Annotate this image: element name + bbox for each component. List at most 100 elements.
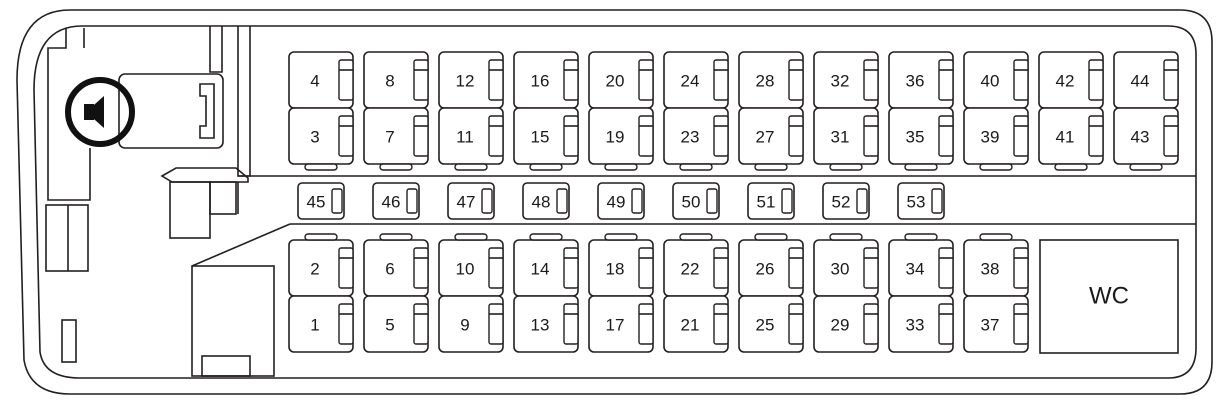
seat-number: 10	[456, 260, 475, 279]
seat-4[interactable]: 4	[288, 51, 354, 109]
seat-45[interactable]: 45	[297, 182, 345, 220]
seat-23[interactable]: 23	[663, 107, 729, 171]
seat-27[interactable]: 27	[738, 107, 804, 171]
seat-number: 8	[385, 72, 394, 91]
seat-headrest	[304, 163, 338, 171]
seat-29[interactable]: 29	[813, 295, 879, 353]
bus-body	[16, 9, 1213, 395]
seat-33[interactable]: 33	[888, 295, 954, 353]
seat-2[interactable]: 2	[288, 233, 354, 297]
seat-12[interactable]: 12	[438, 51, 504, 109]
seat-number: 21	[681, 316, 700, 335]
seat-number: 17	[606, 316, 625, 335]
seat-number: 23	[681, 128, 700, 147]
seat-30[interactable]: 30	[813, 233, 879, 297]
seat-headrest	[529, 163, 563, 171]
seat-22[interactable]: 22	[663, 233, 729, 297]
seat-number: 33	[906, 316, 925, 335]
door-step-right	[209, 181, 237, 215]
seat-51[interactable]: 51	[747, 182, 795, 220]
seat-armrest	[788, 59, 804, 101]
dashboard-partition	[47, 28, 91, 201]
seat-10[interactable]: 10	[438, 233, 504, 297]
jump-seat-armrest	[481, 188, 493, 214]
seat-43[interactable]: 43	[1113, 107, 1179, 171]
seat-number: 9	[460, 316, 469, 335]
seat-15[interactable]: 15	[513, 107, 579, 171]
seat-6[interactable]: 6	[363, 233, 429, 297]
seat-35[interactable]: 35	[888, 107, 954, 171]
seat-32[interactable]: 32	[813, 51, 879, 109]
seat-armrest	[1013, 115, 1029, 157]
seat-16[interactable]: 16	[513, 51, 579, 109]
seat-20[interactable]: 20	[588, 51, 654, 109]
seat-number: 2	[310, 260, 319, 279]
seat-armrest	[1088, 59, 1104, 101]
seat-number: 48	[532, 193, 551, 212]
seat-19[interactable]: 19	[588, 107, 654, 171]
wc-box	[1039, 239, 1179, 354]
seat-24[interactable]: 24	[663, 51, 729, 109]
seat-armrest	[413, 303, 429, 345]
seat-50[interactable]: 50	[672, 182, 720, 220]
seat-armrest	[413, 115, 429, 157]
seat-headrest	[304, 233, 338, 241]
seat-armrest	[863, 247, 879, 289]
seat-36[interactable]: 36	[888, 51, 954, 109]
seat-53[interactable]: 53	[897, 182, 945, 220]
seat-7[interactable]: 7	[363, 107, 429, 171]
seat-37[interactable]: 37	[963, 295, 1029, 353]
seat-25[interactable]: 25	[738, 295, 804, 353]
seat-9[interactable]: 9	[438, 295, 504, 353]
seat-1[interactable]: 1	[288, 295, 354, 353]
seat-headrest	[379, 233, 413, 241]
seat-52[interactable]: 52	[822, 182, 870, 220]
seat-number: 39	[981, 128, 1000, 147]
seat-42[interactable]: 42	[1038, 51, 1104, 109]
seat-28[interactable]: 28	[738, 51, 804, 109]
seat-number: 24	[681, 72, 700, 91]
seat-39[interactable]: 39	[963, 107, 1029, 171]
seat-47[interactable]: 47	[447, 182, 495, 220]
aisle-diagonal	[191, 223, 291, 267]
seat-armrest	[713, 59, 729, 101]
seat-5[interactable]: 5	[363, 295, 429, 353]
seat-46[interactable]: 46	[372, 182, 420, 220]
seat-49[interactable]: 49	[597, 182, 645, 220]
seat-21[interactable]: 21	[663, 295, 729, 353]
seat-8[interactable]: 8	[363, 51, 429, 109]
seat-38[interactable]: 38	[963, 233, 1029, 297]
seat-31[interactable]: 31	[813, 107, 879, 171]
seat-armrest	[1013, 247, 1029, 289]
seat-48[interactable]: 48	[522, 182, 570, 220]
seat-armrest	[638, 115, 654, 157]
seat-armrest	[1163, 115, 1179, 157]
wc-label: WC	[1089, 283, 1129, 310]
seat-26[interactable]: 26	[738, 233, 804, 297]
seat-34[interactable]: 34	[888, 233, 954, 297]
seat-number: 41	[1056, 128, 1075, 147]
seat-headrest	[904, 233, 938, 241]
seat-headrest	[454, 233, 488, 241]
seat-13[interactable]: 13	[513, 295, 579, 353]
jump-seat-armrest	[331, 188, 343, 214]
seat-44[interactable]: 44	[1113, 51, 1179, 109]
seat-headrest	[454, 163, 488, 171]
seat-number: 19	[606, 128, 625, 147]
seat-14[interactable]: 14	[513, 233, 579, 297]
seat-number: 36	[906, 72, 925, 91]
driver-door-panel	[45, 204, 89, 272]
seat-number: 34	[906, 260, 925, 279]
seat-17[interactable]: 17	[588, 295, 654, 353]
seat-18[interactable]: 18	[588, 233, 654, 297]
seat-armrest	[338, 59, 354, 101]
seat-number: 45	[307, 193, 326, 212]
seat-41[interactable]: 41	[1038, 107, 1104, 171]
bus-outer-shell	[16, 9, 1213, 395]
seat-40[interactable]: 40	[963, 51, 1029, 109]
jump-seat-armrest	[706, 188, 718, 214]
seat-3[interactable]: 3	[288, 107, 354, 171]
seat-11[interactable]: 11	[438, 107, 504, 171]
jump-seat-armrest	[406, 188, 418, 214]
jump-seat-armrest	[931, 188, 943, 214]
